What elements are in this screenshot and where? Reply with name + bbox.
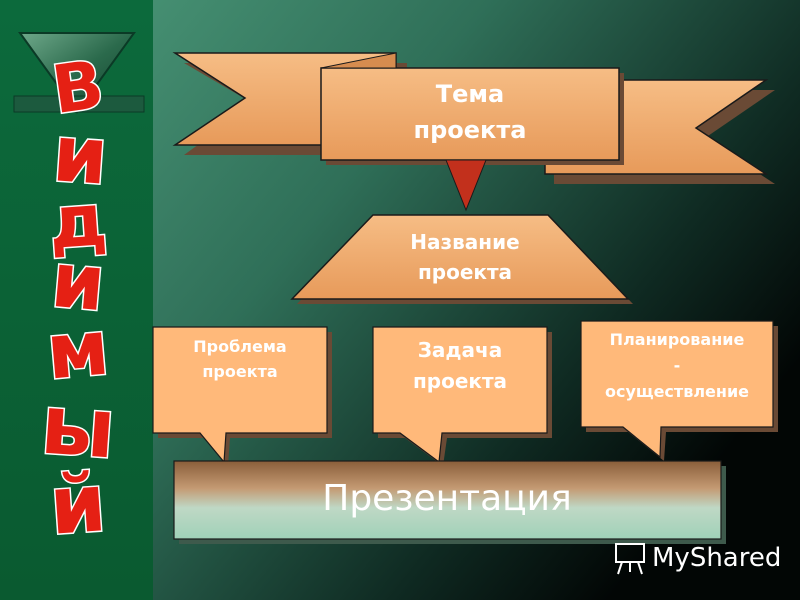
side-letter-1: В — [48, 46, 109, 129]
planning-line-2: - — [674, 356, 681, 375]
presentation-label: Презентация — [322, 478, 572, 519]
problem-bubble: Проблема проекта — [152, 326, 332, 466]
pointer-triangle — [445, 159, 487, 212]
name-trapezoid: Название проекта — [290, 214, 633, 304]
topic-line-1: Тема — [436, 80, 504, 108]
presentation-board-icon — [615, 543, 645, 575]
problem-line-1: Проблема — [193, 337, 286, 356]
name-line-2: проекта — [418, 260, 512, 284]
side-letter-5: м — [43, 302, 113, 396]
problem-line-2: проекта — [202, 362, 277, 381]
side-letter-2: и — [50, 109, 111, 203]
planning-line-1: Планирование — [610, 330, 745, 349]
side-triangle — [13, 32, 145, 114]
topic-box: Тема проекта — [320, 52, 624, 165]
name-line-1: Название — [410, 230, 519, 254]
task-line-2: проекта — [413, 369, 507, 393]
planning-line-3: осуществление — [605, 382, 749, 401]
task-bubble: Задача проекта — [372, 326, 552, 466]
side-letter-3: д — [46, 177, 110, 265]
watermark-graphic: MyShared — [615, 543, 781, 575]
planning-bubble: Планирование - осуществление — [580, 320, 778, 461]
topic-line-2: проекта — [414, 116, 527, 144]
side-letter-4: и — [48, 235, 109, 328]
watermark: MyShared — [608, 538, 788, 578]
presentation-bar: Презентация — [173, 460, 726, 544]
side-letter-6: ы — [38, 378, 119, 478]
side-word: В и д и м ы й — [36, 44, 120, 554]
side-letter-7: й — [47, 456, 109, 553]
watermark-text: MyShared — [652, 543, 781, 573]
task-line-1: Задача — [418, 338, 503, 362]
